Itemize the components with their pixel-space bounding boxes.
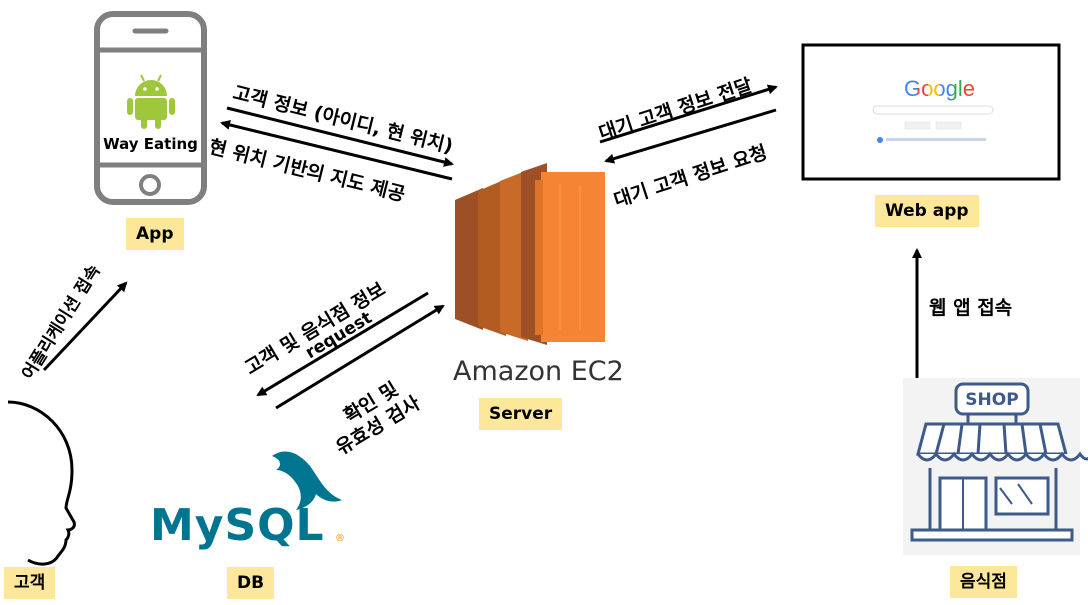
server-to-app-arrow [220,120,453,181]
google-logo-text: Google [904,76,975,101]
shop-sign-text: SHOP [965,390,1019,410]
app-to-server-arrow [226,106,454,167]
server-to-web-arrow [599,84,778,144]
dolphin-icon [272,451,342,510]
app-name-label: Way Eating [103,135,198,153]
ec2-icon [455,163,605,345]
app-tag: App [126,218,184,250]
customer-tag: 고객 [4,567,56,599]
person-head-icon [7,400,76,566]
db-tag: DB [227,567,275,599]
browser-window-icon [801,43,1061,181]
android-icon [127,74,175,129]
web-to-server-arrow [604,108,777,164]
shop-icon [903,378,1088,555]
customer-to-app-arrow [42,281,128,372]
db-to-server-arrow [275,304,445,410]
restaurant-tag: 음식점 [950,566,1017,598]
restaurant-to-web-label: 웹 앱 접속 [929,297,1013,319]
server-tag: Server [479,398,563,430]
server-caption: Amazon EC2 [453,356,624,387]
webapp-tag: Web app [875,195,979,227]
mysql-registered-mark: ® [335,533,345,544]
mysql-logo-text: MySQL [150,500,325,551]
server-to-db-arrow [256,291,429,397]
